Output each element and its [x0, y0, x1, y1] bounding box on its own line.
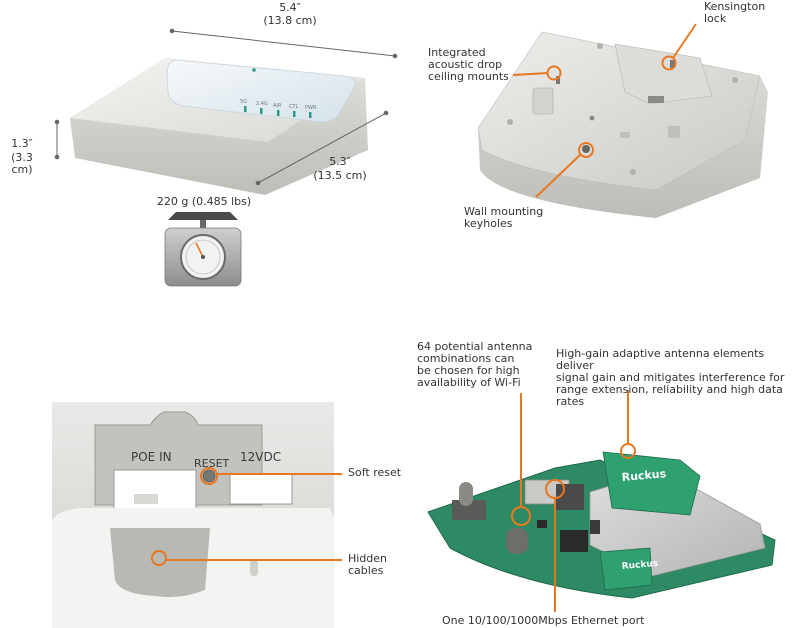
depth-cm-label: (13.5 cm): [313, 169, 367, 182]
soft-reset-marker: [200, 467, 218, 485]
ceiling-mounts-label: Integrated acoustic drop ceiling mounts: [428, 46, 509, 83]
height-dimension-line: [54, 119, 60, 160]
callout-markers-ports: [151, 467, 342, 566]
hidden-cables-marker: [151, 550, 167, 566]
led-label-5g: 5G: [240, 99, 248, 105]
led-label-pwr: PWR: [305, 105, 317, 111]
wall-leader-line: [535, 154, 581, 198]
board-brand-label-bottom: Ruckus: [621, 559, 658, 572]
height-cm-label: (3.3 cm): [11, 151, 33, 176]
width-inches-label: 5.4″: [279, 1, 301, 14]
soft-reset-label: Soft reset: [348, 466, 402, 479]
weight-scale-illustration: [164, 212, 242, 287]
width-cm-label: (13.8 cm): [263, 14, 317, 27]
status-led-dot: [252, 68, 256, 72]
hidden-cables-label: Hidden cables: [348, 552, 388, 577]
callout-markers-back: [512, 23, 697, 198]
kensington-leader-line: [672, 23, 697, 59]
ports-closeup: [51, 402, 334, 628]
circuit-board: Ruckus Ruckus: [427, 451, 776, 599]
kensington-marker: [661, 55, 677, 71]
height-inches-label: 1.3″: [11, 137, 33, 150]
depth-inches-label: 5.3″: [329, 155, 351, 168]
weight-label: 220 g (0.485 lbs): [156, 195, 252, 208]
led-label-24g: 2.4G: [256, 101, 268, 107]
ethernet-port-label: One 10/100/1000Mbps Ethernet port: [442, 614, 645, 627]
wall-keyholes-label: Wall mounting keyholes: [464, 205, 544, 230]
poe-in-port-label: POE IN: [131, 450, 172, 464]
device-top-view: [70, 58, 368, 195]
board-brand-label-top: Ruckus: [621, 467, 667, 484]
high-gain-antenna-label: High-gain adaptive antenna elements deli…: [556, 347, 785, 408]
callout-markers-board: [511, 390, 636, 612]
width-dimension-line: [169, 28, 398, 59]
reset-button-label: RESET: [194, 457, 230, 470]
device-back-view: [477, 31, 768, 218]
dc-power-port-label: 12VDC: [240, 450, 282, 464]
wall-keyhole-marker: [578, 142, 594, 158]
ceiling-leader-line: [512, 72, 549, 76]
led-label-ctl: CTL: [289, 104, 299, 110]
depth-dimension-line: [255, 110, 389, 186]
kensington-lock-label: Kensington lock: [704, 0, 766, 25]
led-label-air: AIR: [273, 103, 282, 109]
antenna-combinations-label: 64 potential antenna combinations can be…: [417, 340, 533, 389]
